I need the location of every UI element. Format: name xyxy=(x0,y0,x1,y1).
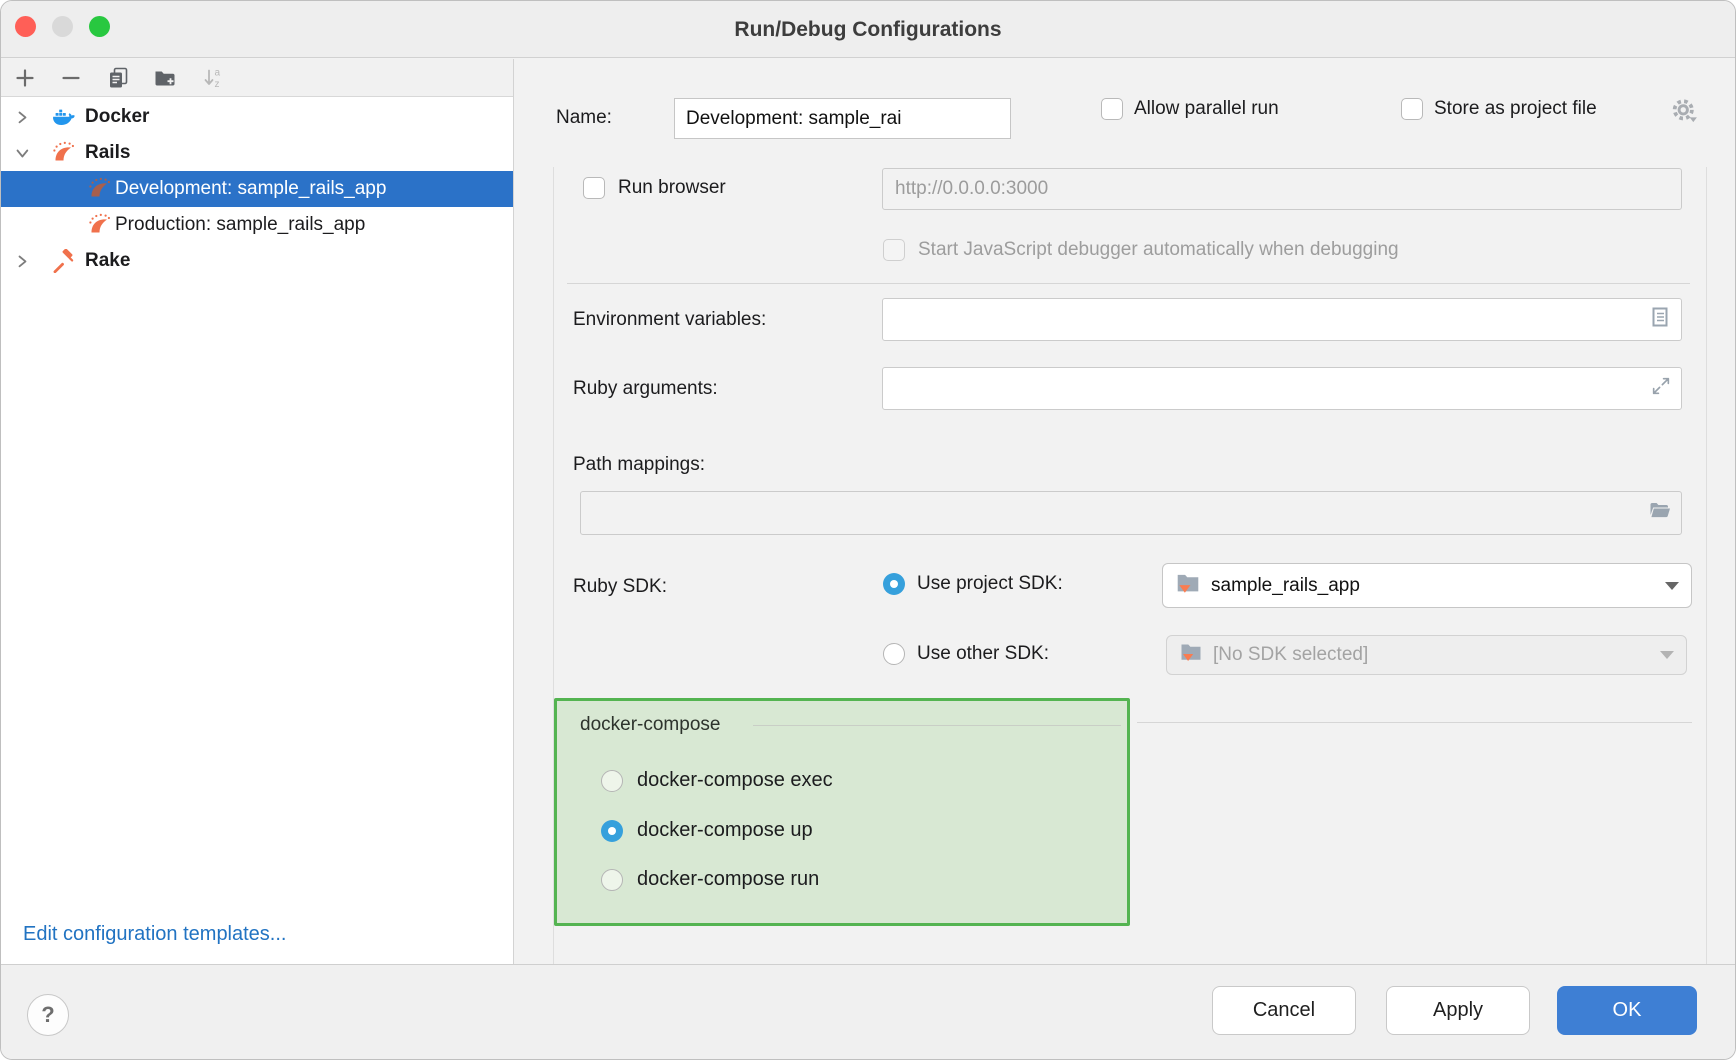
gear-icon[interactable] xyxy=(1671,97,1699,125)
dropdown-caret-icon xyxy=(1665,582,1679,590)
remove-configuration-icon[interactable] xyxy=(59,66,83,90)
sort-alphabetically-icon: a z xyxy=(201,66,225,90)
tree-item-label: Docker xyxy=(85,106,149,128)
add-configuration-icon[interactable] xyxy=(13,66,37,90)
svg-text:a: a xyxy=(215,67,221,78)
store-as-project-file-checkbox[interactable] xyxy=(1401,98,1423,120)
path-mappings-label: Path mappings: xyxy=(573,454,705,476)
chevron-down-icon[interactable] xyxy=(13,144,31,162)
chevron-right-icon[interactable] xyxy=(13,108,31,126)
name-label: Name: xyxy=(556,107,612,129)
store-as-project-file-checkbox-row: Store as project file xyxy=(1401,96,1597,122)
ruby-arguments-label: Ruby arguments: xyxy=(573,378,718,400)
new-folder-icon[interactable] xyxy=(153,66,177,90)
name-input[interactable]: Development: sample_rai xyxy=(674,98,1011,139)
copy-configuration-icon[interactable] xyxy=(106,66,130,90)
project-sdk-dropdown[interactable]: sample_rails_app xyxy=(1162,563,1692,608)
svg-text:z: z xyxy=(215,79,220,90)
sdk-folder-icon xyxy=(1179,640,1203,670)
cancel-button[interactable]: Cancel xyxy=(1212,986,1356,1035)
docker-compose-up-label: docker-compose up xyxy=(637,819,813,842)
title-bar: Run/Debug Configurations xyxy=(1,1,1735,58)
configurations-sidebar: a z Docker xyxy=(1,59,514,964)
section-divider xyxy=(567,283,1690,284)
path-mappings-input[interactable] xyxy=(580,491,1682,535)
tree-item-development-sample-rails-app[interactable]: Development: sample_rails_app xyxy=(1,171,513,207)
docker-compose-separator xyxy=(753,725,1121,726)
js-debugger-checkbox xyxy=(883,239,905,261)
allow-parallel-run-checkbox[interactable] xyxy=(1101,98,1123,120)
rails-icon xyxy=(87,177,111,201)
ruby-sdk-label: Ruby SDK: xyxy=(573,576,667,598)
tree-item-rails[interactable]: Rails xyxy=(1,135,513,171)
environment-variables-input[interactable] xyxy=(882,298,1682,341)
allow-parallel-run-label: Allow parallel run xyxy=(1134,98,1279,120)
docker-compose-exec-radio[interactable] xyxy=(601,770,623,792)
window-title: Run/Debug Configurations xyxy=(1,1,1735,58)
use-project-sdk-label: Use project SDK: xyxy=(917,573,1063,595)
ok-button[interactable]: OK xyxy=(1557,986,1697,1035)
allow-parallel-run-checkbox-row: Allow parallel run xyxy=(1101,96,1279,122)
run-browser-checkbox-row: Run browser xyxy=(583,177,726,199)
dialog-footer: ? Cancel Apply OK xyxy=(1,964,1735,1059)
js-debugger-label: Start JavaScript debugger automatically … xyxy=(918,239,1399,261)
tree-item-label: Development: sample_rails_app xyxy=(115,178,386,200)
tree-item-label: Rails xyxy=(85,142,130,164)
other-sdk-dropdown: [No SDK selected] xyxy=(1166,635,1687,675)
run-browser-checkbox[interactable] xyxy=(583,177,605,199)
docker-compose-up-radio[interactable] xyxy=(601,820,623,842)
open-folder-icon[interactable] xyxy=(1648,498,1672,528)
run-browser-label: Run browser xyxy=(618,177,726,199)
browse-list-icon[interactable] xyxy=(1648,305,1672,335)
rails-icon xyxy=(51,141,75,165)
js-debugger-checkbox-row: Start JavaScript debugger automatically … xyxy=(883,239,1399,261)
help-button[interactable]: ? xyxy=(27,994,69,1036)
tree-item-label: Production: sample_rails_app xyxy=(115,214,365,236)
settings-scroll-area: Run browser http://0.0.0.0:3000 Start Ja… xyxy=(553,167,1707,964)
use-project-sdk-radio[interactable] xyxy=(883,573,905,595)
configurations-tree: Docker Rails xyxy=(1,99,513,279)
docker-compose-separator xyxy=(1137,722,1692,723)
browser-url-input: http://0.0.0.0:3000 xyxy=(882,168,1682,210)
browser-url-value: http://0.0.0.0:3000 xyxy=(895,178,1048,200)
docker-compose-exec-label: docker-compose exec xyxy=(637,769,833,792)
use-other-sdk-radio-row: Use other SDK: xyxy=(883,643,1049,665)
docker-compose-run-label: docker-compose run xyxy=(637,868,819,891)
docker-compose-group-title: docker-compose xyxy=(580,714,720,736)
tree-toolbar: a z xyxy=(1,59,513,97)
store-as-project-file-label: Store as project file xyxy=(1434,98,1597,120)
ruby-arguments-input[interactable] xyxy=(882,367,1682,410)
docker-compose-run-radio-row: docker-compose run xyxy=(601,868,819,891)
sdk-folder-icon xyxy=(1175,570,1201,602)
rake-icon xyxy=(51,249,75,273)
other-sdk-value: [No SDK selected] xyxy=(1213,644,1368,666)
expand-field-icon[interactable] xyxy=(1650,375,1672,403)
project-sdk-value: sample_rails_app xyxy=(1211,575,1360,597)
tree-item-rake[interactable]: Rake xyxy=(1,243,513,279)
apply-button[interactable]: Apply xyxy=(1386,986,1530,1035)
use-other-sdk-label: Use other SDK: xyxy=(917,643,1049,665)
edit-configuration-templates-link[interactable]: Edit configuration templates... xyxy=(23,923,286,946)
docker-compose-run-radio[interactable] xyxy=(601,869,623,891)
tree-item-production-sample-rails-app[interactable]: Production: sample_rails_app xyxy=(1,207,513,243)
docker-compose-up-radio-row: docker-compose up xyxy=(601,819,813,842)
tree-item-docker[interactable]: Docker xyxy=(1,99,513,135)
rails-icon xyxy=(87,213,111,237)
tree-item-label: Rake xyxy=(85,250,130,272)
dropdown-caret-icon xyxy=(1660,651,1674,659)
configuration-editor: Name: Development: sample_rai Allow para… xyxy=(515,59,1735,964)
docker-compose-exec-radio-row: docker-compose exec xyxy=(601,769,833,792)
chevron-right-icon[interactable] xyxy=(13,252,31,270)
docker-compose-highlighted-group: docker-compose docker-compose exec docke… xyxy=(554,698,1130,926)
environment-variables-label: Environment variables: xyxy=(573,309,766,331)
use-project-sdk-radio-row: Use project SDK: xyxy=(883,573,1063,595)
docker-icon xyxy=(51,105,75,129)
use-other-sdk-radio[interactable] xyxy=(883,643,905,665)
